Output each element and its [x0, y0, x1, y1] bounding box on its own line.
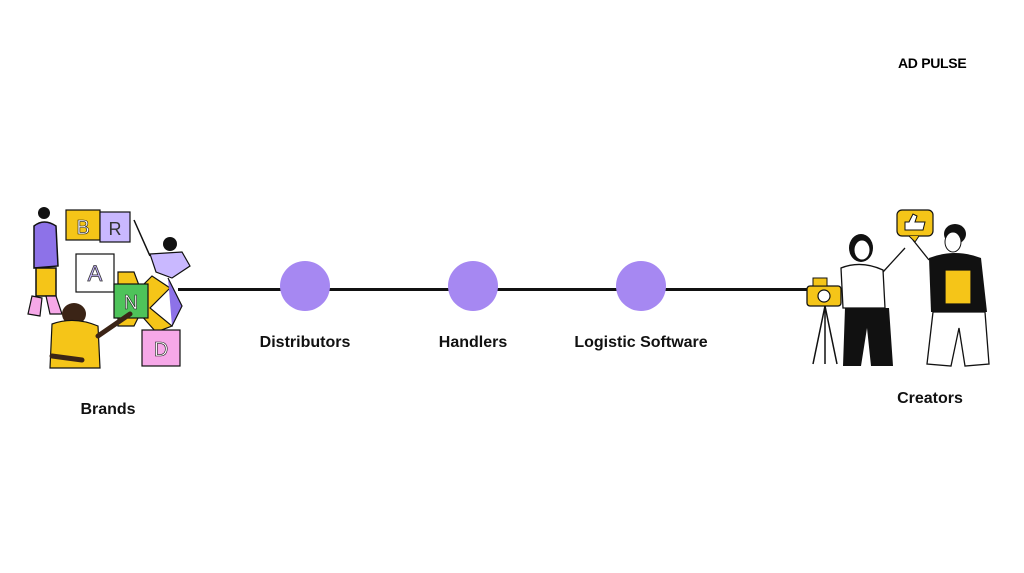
letter-block-r	[99, 211, 131, 243]
step-node-distributors	[280, 261, 330, 311]
svg-text:D: D	[154, 339, 168, 361]
svg-text:N: N	[124, 292, 138, 314]
brand-blocks-illustration: B R A N D	[22, 196, 200, 374]
svg-text:R: R	[109, 219, 122, 239]
creators-filming-illustration	[805, 208, 1005, 373]
step-label-logistic-software: Logistic Software	[574, 334, 708, 351]
letter-block-b	[65, 209, 101, 241]
step-node-logistic-software	[616, 261, 666, 311]
flow-line	[178, 288, 818, 291]
step-label-handlers: Handlers	[438, 334, 508, 351]
svg-text:A: A	[88, 261, 103, 286]
svg-text:B: B	[76, 217, 89, 239]
step-label-distributors: Distributors	[259, 334, 351, 351]
end-label-creators: Creators	[897, 390, 963, 407]
step-node-handlers	[448, 261, 498, 311]
person-head-icon	[38, 207, 50, 219]
start-label-brands: Brands	[80, 401, 136, 418]
ad-pulse-logo: AD PULSE	[898, 55, 967, 71]
letter-block-d	[141, 329, 181, 367]
letter-block-a	[75, 253, 115, 293]
